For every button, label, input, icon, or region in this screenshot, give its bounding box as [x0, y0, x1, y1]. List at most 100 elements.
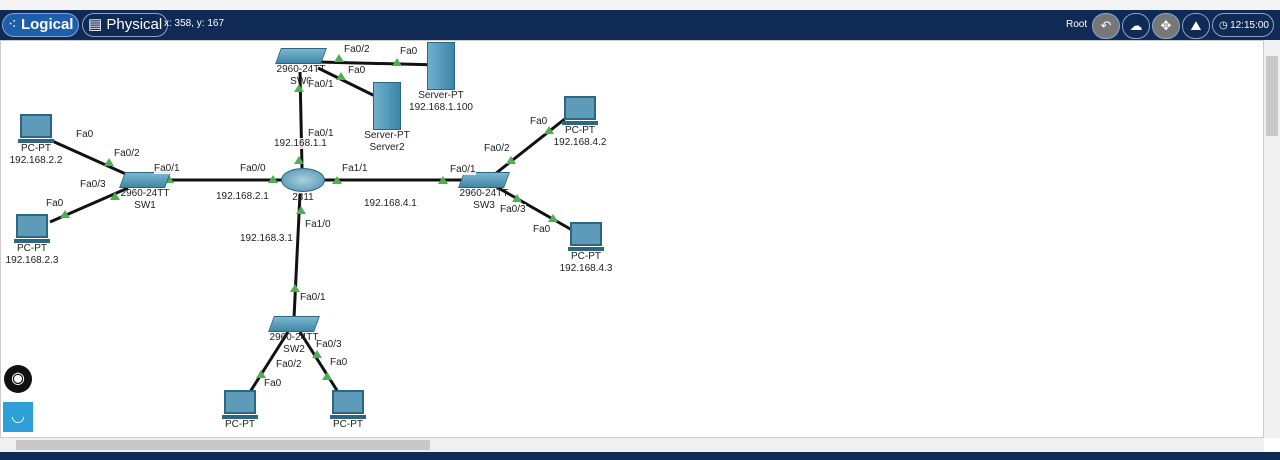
top-toolbar-strip [0, 0, 1280, 10]
port-label: Fa0 [330, 357, 348, 368]
pc-bottom-right[interactable]: PC-PT [320, 390, 376, 431]
device-type: PC-PT [333, 419, 363, 430]
port-label: Fa0 [348, 65, 366, 76]
horizontal-scrollbar[interactable] [0, 438, 1264, 452]
port-label: Fa1/0 [305, 219, 331, 230]
port-label: Fa0/2 [114, 148, 140, 159]
device-name: SW3 [473, 200, 495, 211]
cloud-icon[interactable]: ☁ [1122, 13, 1150, 39]
image-icon[interactable]: ⛰ [1182, 13, 1210, 39]
link-light [512, 194, 522, 202]
port-label: Fa0/1 [308, 128, 334, 139]
port-label: Fa0/1 [300, 292, 326, 303]
physical-label: Physical [106, 16, 163, 33]
port-label: Fa0/2 [344, 44, 370, 55]
link-light [294, 156, 304, 164]
port-label: Fa0 [530, 116, 548, 127]
link-light [438, 176, 448, 184]
link-light [312, 350, 322, 358]
device-model: 2960-24TT [459, 188, 509, 199]
link-light [392, 58, 402, 66]
link-sw3-pc42 [494, 116, 567, 176]
device-ip: 192.168.2.2 [9, 155, 63, 166]
link-light [332, 176, 342, 184]
link-light [296, 206, 306, 214]
link-sw0-server1 [317, 60, 441, 67]
palette-icon[interactable]: ◡ [3, 402, 33, 432]
link-pc22-sw1 [49, 138, 129, 177]
logical-icon: ⁖ [8, 16, 17, 33]
workspace-bar: ⁖ Logical ▤ Physical x: 358, y: 167 Root… [0, 10, 1280, 40]
device-name: SW0 [290, 76, 312, 87]
device-ip: 192.168.4.2 [553, 137, 607, 148]
move-icon[interactable]: ✥ [1152, 13, 1180, 39]
ip-label: 192.168.2.1 [216, 191, 269, 202]
physical-icon: ▤ [88, 16, 103, 33]
device-type: PC-PT [225, 419, 255, 430]
ip-label: 192.168.4.1 [364, 198, 417, 209]
ip-label: 192.168.1.1 [274, 138, 327, 149]
clock-time: 12:15:00 [1230, 20, 1269, 31]
link-light [104, 158, 114, 166]
sim-clock[interactable]: ◷12:15:00 [1212, 13, 1274, 37]
device-type: PC-PT [21, 143, 51, 154]
port-label: Fa0 [264, 378, 282, 389]
link-light [322, 372, 332, 380]
physical-tab[interactable]: ▤ Physical [82, 13, 169, 37]
link-sw3-pc43 [494, 184, 573, 232]
device-type: Server-PT [418, 90, 464, 101]
port-label: Fa0/1 [450, 164, 476, 175]
device-model: 2960-24TT [120, 188, 170, 199]
link-sw0-server2 [317, 66, 380, 100]
logical-label: Logical [20, 16, 74, 33]
logical-workspace[interactable] [0, 40, 1264, 438]
scroll-thumb[interactable] [16, 440, 430, 450]
device-type: PC-PT [571, 251, 601, 262]
port-label: Fa0/3 [80, 179, 106, 190]
router-2811[interactable]: 2811 [278, 168, 328, 204]
bottom-bar [0, 452, 1280, 460]
vertical-scrollbar[interactable] [1264, 40, 1280, 438]
port-label: Fa0/3 [500, 204, 526, 215]
port-label: Fa0 [400, 46, 418, 57]
device-name: SW1 [134, 200, 156, 211]
device-model: 2960-24TT [276, 64, 326, 75]
device-ip: 192.168.1.100 [409, 102, 473, 113]
scroll-thumb[interactable] [1266, 56, 1278, 136]
device-name: SW2 [283, 344, 305, 355]
port-label: Fa1/1 [342, 163, 368, 174]
device-type: Server-PT [364, 130, 410, 141]
device-model: 2960-24TT [269, 332, 319, 343]
back-icon[interactable]: ↶ [1092, 13, 1120, 39]
lightbulb-icon[interactable]: ◉ [4, 365, 32, 393]
link-sw2-pcb2 [298, 331, 340, 393]
link-light [256, 370, 266, 378]
link-light [60, 210, 70, 218]
pc-bottom-left[interactable]: PC-PT [212, 390, 268, 431]
device-name: Server2 [369, 142, 405, 153]
link-light [110, 192, 120, 200]
link-light [268, 175, 278, 183]
device-ip: 192.168.2.3 [5, 255, 59, 266]
link-light [294, 84, 304, 92]
port-label: Fa0 [46, 198, 64, 209]
ip-label: 192.168.3.1 [240, 233, 293, 244]
cursor-coordinates: x: 358, y: 167 [164, 18, 225, 29]
logical-tab[interactable]: ⁖ Logical [2, 13, 80, 37]
link-light [290, 284, 300, 292]
link-light [336, 72, 346, 80]
link-router-sw2 [292, 193, 302, 319]
port-label: Fa0 [533, 224, 551, 235]
root-label[interactable]: Root [1066, 19, 1088, 30]
